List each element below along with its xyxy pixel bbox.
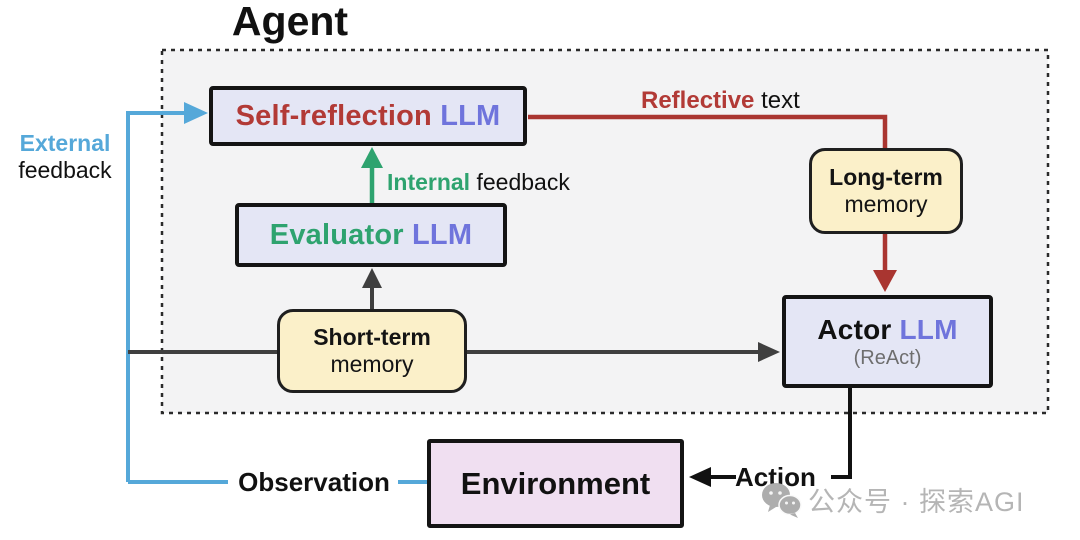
evaluator-input-arrowhead	[362, 268, 382, 288]
evaluator-label-part: Evaluator	[269, 218, 404, 251]
short-term-memory-line2: memory	[330, 351, 414, 377]
long-term-memory-box: Long-term memory	[809, 148, 963, 234]
external-feedback-line	[126, 111, 184, 482]
long-term-memory-line2: memory	[844, 191, 928, 217]
action-line	[831, 388, 852, 479]
external-feedback-label: External feedback	[2, 130, 128, 184]
internal-feedback-label: Internal feedback	[387, 169, 570, 196]
environment-box: Environment	[427, 439, 684, 528]
short-term-memory-line1: Short-term	[313, 324, 431, 350]
actor-input-arrowhead	[758, 342, 780, 362]
actor-subtitle: (ReAct)	[853, 346, 922, 369]
actor-llm-box: Actor LLM (ReAct)	[782, 295, 993, 388]
actor-memory-arrowhead	[873, 270, 897, 292]
agent-title: Agent	[231, 0, 349, 44]
evaluator-llm-part: LLM	[412, 218, 473, 251]
external-feedback-arrowhead	[184, 102, 208, 124]
reflective-text-rest: text	[761, 87, 800, 114]
evaluator-llm-box: Evaluator LLM	[235, 203, 507, 267]
internal-feedback-accent: Internal	[387, 169, 471, 195]
long-term-memory-line1: Long-term	[829, 164, 943, 190]
environment-input-arrowhead	[689, 467, 711, 487]
actor-llm-part: LLM	[899, 313, 958, 345]
self-reflection-llm-label: Self-reflection LLM	[236, 100, 501, 133]
short-term-memory-box: Short-term memory	[277, 309, 467, 393]
actor-label-part: Actor	[817, 313, 892, 345]
reflective-text-accent: Reflective	[641, 87, 755, 114]
actor-llm-label: Actor LLM	[817, 314, 957, 346]
watermark-text: 公众号 · 探索AGI	[808, 487, 1025, 517]
observation-label: Observation	[238, 467, 390, 497]
self-reflection-label-part: Self-reflection	[235, 99, 432, 132]
environment-label: Environment	[460, 465, 651, 501]
reflective-text-label: Reflective text	[641, 87, 800, 115]
internal-feedback-arrowhead	[361, 147, 383, 168]
watermark: 公众号 · 探索AGI	[760, 480, 1025, 519]
external-feedback-accent: External	[19, 130, 111, 156]
wechat-icon	[762, 482, 802, 518]
reflective-text-line	[528, 114, 888, 150]
evaluator-llm-label: Evaluator LLM	[270, 219, 472, 252]
external-feedback-rest: feedback	[18, 157, 112, 183]
self-reflection-llm-part: LLM	[440, 99, 501, 132]
self-reflection-llm-box: Self-reflection LLM	[209, 86, 527, 146]
internal-feedback-rest: feedback	[476, 169, 570, 195]
